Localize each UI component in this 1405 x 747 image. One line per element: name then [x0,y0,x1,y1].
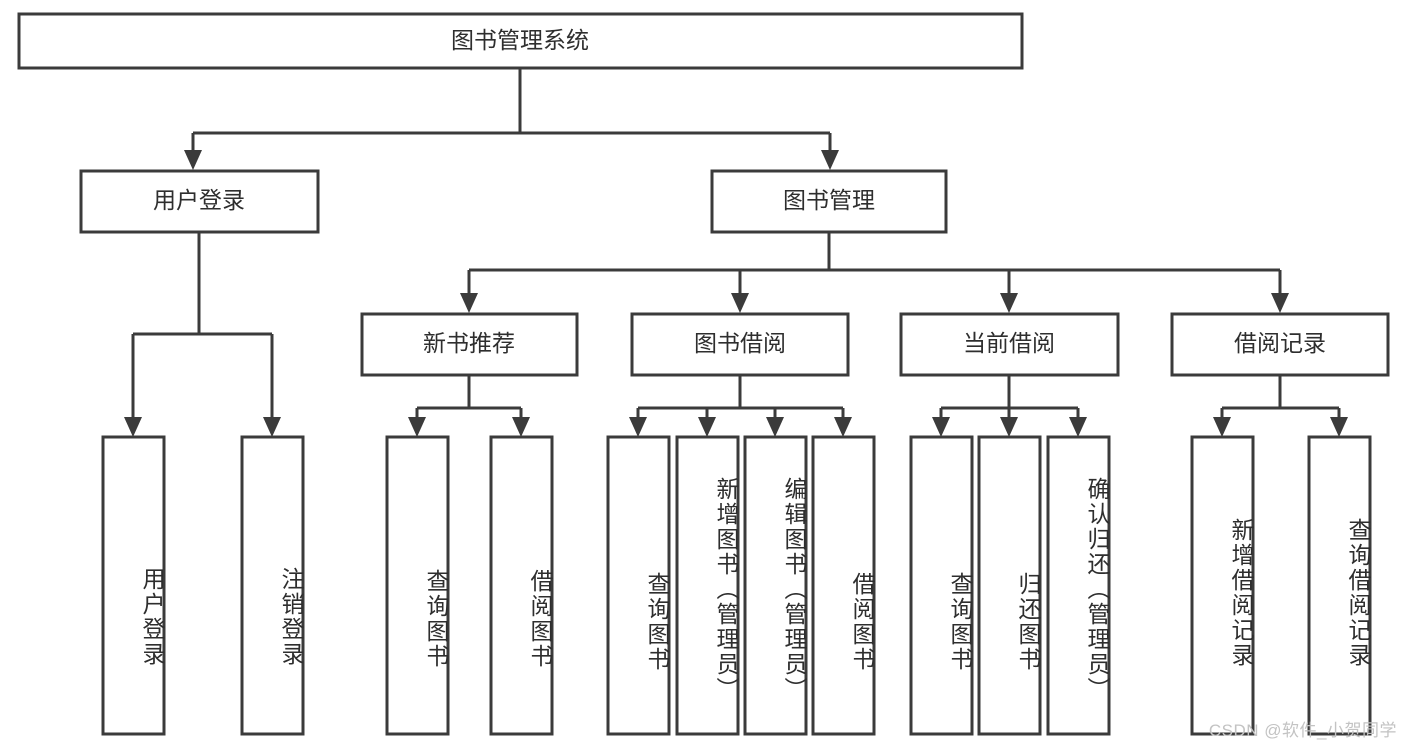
node-new-book-recommend[interactable]: 新书推荐 [360,312,579,377]
node-root-box[interactable] [17,12,1024,70]
node-user-login-box[interactable] [79,169,320,234]
connector-bookborrow-to-leaves [629,375,852,437]
connector-currentborrow-to-leaves [932,375,1087,437]
node-book-borrow-label: 图书借阅 [694,330,786,356]
arrow-head-icon [512,417,530,437]
node-leaf-user-login-box[interactable] [101,435,166,736]
arrow-head-icon [1330,417,1348,437]
node-leaf-edit-book-box[interactable] [743,435,808,736]
connector-bookmgmt-to-level3 [460,232,1289,313]
arrow-head-icon [124,417,142,437]
node-new-book-recommend-label: 新书推荐 [423,330,515,356]
node-book-management-box[interactable] [710,169,948,234]
arrow-head-icon [834,417,852,437]
node-leaf-query-book-3-box[interactable] [909,435,974,736]
arrow-head-icon [460,293,478,313]
node-leaf-confirm-return-box[interactable] [1046,435,1111,736]
arrow-head-icon [408,417,426,437]
arrow-head-icon [1271,293,1289,313]
node-leaf-return-book-box[interactable] [977,435,1042,736]
node-current-borrow-label: 当前借阅 [963,330,1055,356]
watermark: CSDN @软件_小贺同学 [1208,721,1397,740]
node-book-borrow[interactable]: 图书借阅 [630,312,850,377]
node-leaf-user-logout-box[interactable] [240,435,305,736]
node-leaf-borrow-book-2-box[interactable] [811,435,876,736]
arrow-head-icon [1000,293,1018,313]
arrow-head-icon [698,417,716,437]
node-current-borrow[interactable]: 当前借阅 [899,312,1120,377]
node-book-management[interactable]: 图书管理 [710,169,948,234]
connector-userlogin-to-leaves [124,232,281,437]
node-book-management-label: 图书管理 [783,187,875,213]
connector-borrowrecord-to-leaves [1213,375,1348,437]
arrow-head-icon [263,417,281,437]
node-leaf-query-record-box[interactable] [1307,435,1372,736]
node-leaf-add-book-box[interactable] [675,435,740,736]
connector-root-to-level2 [184,68,839,170]
arrow-head-icon [1000,417,1018,437]
node-current-borrow-box[interactable] [899,312,1120,377]
node-leaf-borrow-book-1-box[interactable] [489,435,554,736]
node-user-login-label: 用户登录 [153,187,245,213]
arrow-head-icon [184,150,202,170]
node-leaf-query-book-1-box[interactable] [385,435,450,736]
arrow-head-icon [821,150,839,170]
node-borrow-record[interactable]: 借阅记录 [1170,312,1390,377]
arrow-head-icon [629,417,647,437]
arrow-head-icon [932,417,950,437]
node-new-book-recommend-box[interactable] [360,312,579,377]
node-root-label: 图书管理系统 [451,27,589,53]
connector-newbook-to-leaves [408,375,530,437]
node-root[interactable]: 图书管理系统 [17,12,1024,70]
node-user-login[interactable]: 用户登录 [79,169,320,234]
node-leaf-query-book-2-box[interactable] [606,435,671,736]
arrow-head-icon [1213,417,1231,437]
node-borrow-record-label: 借阅记录 [1234,330,1326,356]
node-leaf-add-record-box[interactable] [1190,435,1255,736]
arrow-head-icon [1069,417,1087,437]
arrow-head-icon [731,293,749,313]
node-borrow-record-box[interactable] [1170,312,1390,377]
arrow-head-icon [766,417,784,437]
node-book-borrow-box[interactable] [630,312,850,377]
